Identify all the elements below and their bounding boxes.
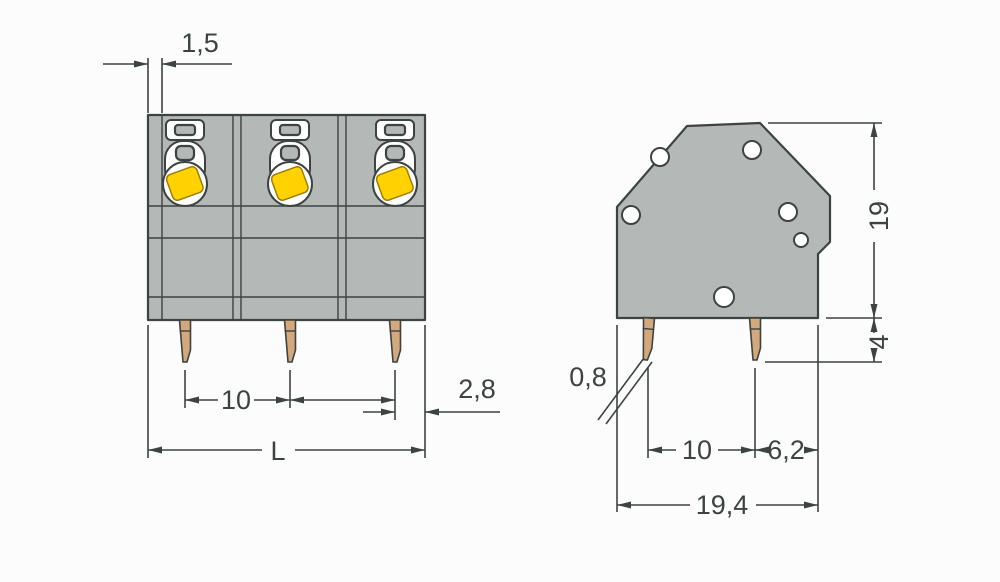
arrowhead xyxy=(870,123,878,137)
side-body xyxy=(615,121,832,320)
dim-label-height: 19 xyxy=(864,201,894,231)
dim-height: 19 xyxy=(768,122,894,319)
mounting-hole xyxy=(650,147,670,167)
dim-label-edge-side: 6,2 xyxy=(767,435,805,465)
dim-label-pin-width: 0,8 xyxy=(569,362,607,392)
mounting-hole xyxy=(778,202,798,222)
arrowhead xyxy=(290,396,304,404)
arrowhead xyxy=(804,446,818,454)
dim-label-pin-edge: 2,8 xyxy=(458,374,496,404)
dim-label-pitch: 10 xyxy=(221,385,251,415)
arrowhead xyxy=(870,304,878,318)
dim-pitch-side: 10 xyxy=(647,368,756,465)
dim-wall-offset: 1,5 xyxy=(103,28,232,113)
side-dimensions: 19 4 0,8 10 xyxy=(569,122,894,520)
arrowhead xyxy=(381,396,395,404)
arrowhead xyxy=(276,396,290,404)
arrowhead xyxy=(381,408,395,416)
dim-label-length: L xyxy=(270,436,285,466)
arrowhead xyxy=(741,446,755,454)
dim-label-pitch-side: 10 xyxy=(682,435,712,465)
arrowhead xyxy=(870,348,878,362)
dim-label-depth: 19,4 xyxy=(696,490,749,520)
arrowhead xyxy=(755,446,769,454)
side-pin-right xyxy=(748,317,762,361)
front-view xyxy=(146,113,427,362)
arrowhead xyxy=(134,60,148,68)
arrowhead xyxy=(148,446,162,454)
leader-line xyxy=(605,361,653,425)
arrowhead xyxy=(804,501,818,509)
side-body-holes xyxy=(621,140,809,308)
arrowhead xyxy=(411,446,425,454)
dim-label-pin-length: 4 xyxy=(864,334,894,349)
dim-pin-width: 0,8 xyxy=(569,357,653,425)
arrowhead xyxy=(162,60,176,68)
dim-pitch-front: 10 xyxy=(184,370,396,420)
side-view xyxy=(615,121,832,362)
leader-line xyxy=(597,357,645,421)
mounting-hole xyxy=(742,140,762,160)
dim-label-wall: 1,5 xyxy=(181,28,219,58)
arrowhead xyxy=(617,501,631,509)
front-dimensions: 1,5 10 2,8 xyxy=(103,28,500,466)
arrowhead xyxy=(648,446,662,454)
arrowhead xyxy=(870,318,878,332)
dim-pin-edge: 2,8 xyxy=(363,325,500,458)
mounting-hole xyxy=(793,232,809,248)
dim-depth: 19,4 xyxy=(616,325,818,520)
side-pin-left xyxy=(639,316,656,362)
dim-total-length: L xyxy=(147,325,425,466)
dim-edge-side: 6,2 xyxy=(755,325,819,512)
mounting-hole xyxy=(713,286,735,308)
arrowhead xyxy=(425,408,439,416)
dim-pin-length: 4 xyxy=(765,318,894,363)
arrowhead xyxy=(185,396,199,404)
mounting-hole xyxy=(621,205,641,225)
